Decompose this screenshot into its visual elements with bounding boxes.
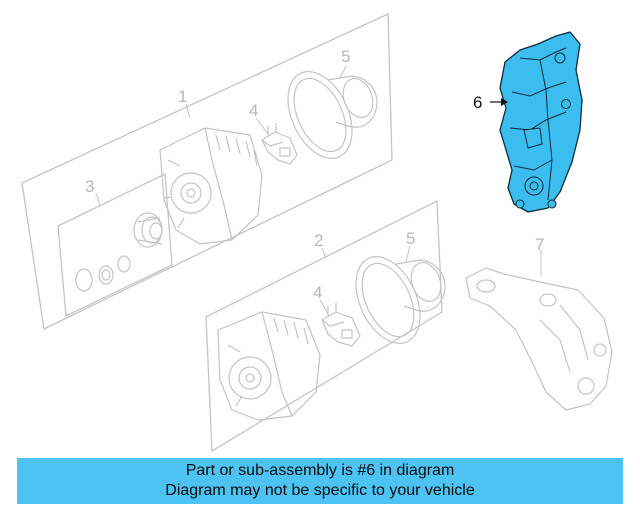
callout-4-upper: 4 <box>249 101 258 120</box>
cover-upper <box>287 71 378 159</box>
leader-lines <box>95 65 542 315</box>
callout-6: 6 <box>473 93 482 112</box>
regulator-upper <box>261 123 298 165</box>
callout-1: 1 <box>178 87 187 106</box>
callout-7: 7 <box>535 235 544 254</box>
banner-line-1: Part or sub-assembly is #6 in diagram <box>185 462 455 479</box>
regulator-lower <box>321 303 361 347</box>
callout-5-upper: 5 <box>341 47 350 66</box>
callout-2: 2 <box>314 231 323 250</box>
pulley-set <box>75 212 163 292</box>
alternator-upper <box>159 127 263 245</box>
assembly-1-frame <box>21 12 393 330</box>
callout-3: 3 <box>85 177 94 196</box>
callout-4-lower: 4 <box>313 283 322 302</box>
bracket-part-6[interactable] <box>499 31 583 213</box>
cover-lower <box>355 256 446 344</box>
assembly-3-frame <box>57 172 173 317</box>
mount-bracket <box>465 267 613 411</box>
callout-5-lower: 5 <box>406 229 415 248</box>
info-banner: Part or sub-assembly is #6 in diagram Di… <box>17 458 623 504</box>
banner-line-2: Diagram may not be specific to your vehi… <box>165 482 475 499</box>
assembly-2-frame <box>205 199 443 453</box>
alternator-lower <box>217 311 321 421</box>
